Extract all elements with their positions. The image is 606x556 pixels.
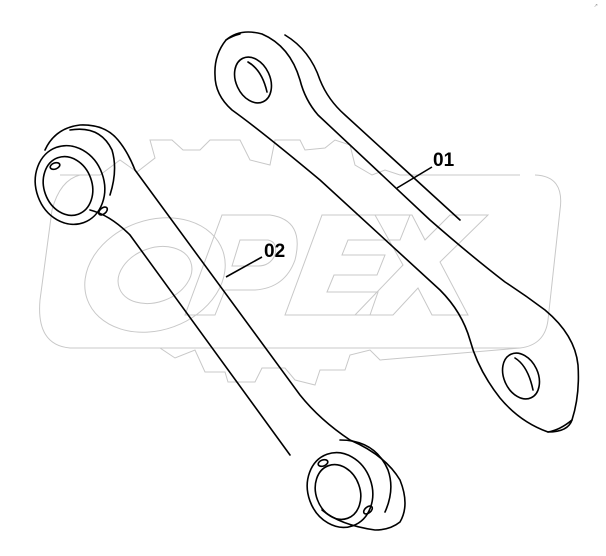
callout-01: 01 (396, 150, 455, 189)
callout-02: 02 (225, 241, 285, 278)
callout-01-label: 01 (433, 150, 455, 171)
opex-watermark (39, 139, 562, 386)
part-02-link[interactable] (24, 124, 406, 537)
corner-mark: ↗ (593, 3, 598, 9)
callout-02-label: 02 (264, 241, 285, 262)
part-01-link[interactable] (214, 31, 580, 433)
